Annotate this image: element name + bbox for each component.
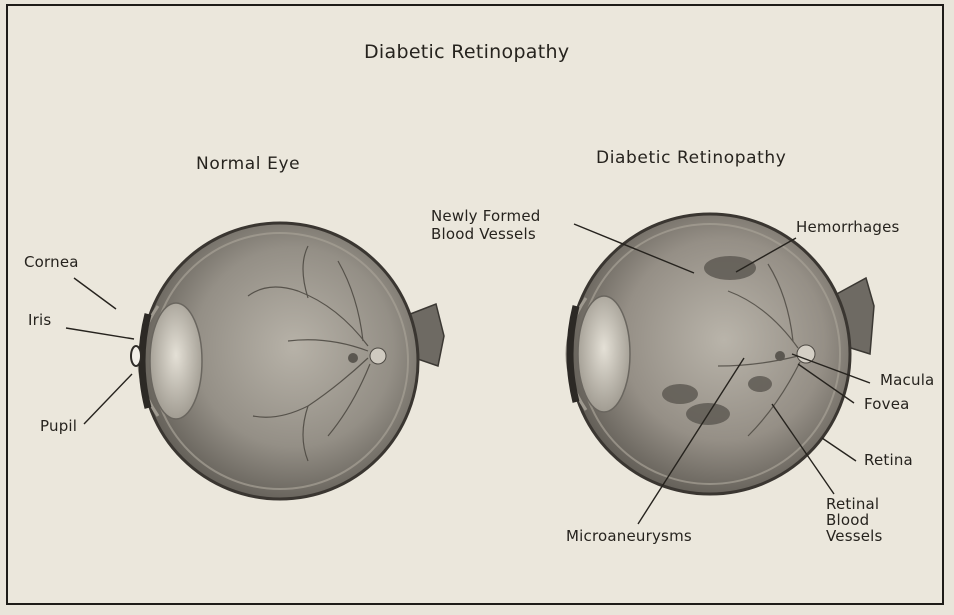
iris-leader	[66, 328, 134, 339]
normal-macula	[348, 353, 358, 363]
macula-label: Macula	[880, 372, 934, 389]
diabetic-eye-heading: Diabetic Retinopathy	[596, 150, 786, 167]
normal-optic-disc	[370, 348, 386, 364]
newly-formed-label-line2: Blood Vessels	[431, 226, 536, 243]
cornea-label: Cornea	[24, 254, 79, 271]
fovea-label: Fovea	[864, 396, 910, 413]
normal-pupil	[131, 346, 141, 366]
normal-lens	[150, 303, 202, 419]
diabetic-eye	[567, 214, 874, 494]
newly-formed-label-line1: Newly Formed	[431, 208, 540, 225]
diabetic-optic-disc	[797, 345, 815, 363]
hemorrhages-label: Hemorrhages	[796, 219, 900, 236]
diagram-frame: Diabetic Retinopathy Normal Eye Diabetic…	[6, 4, 944, 605]
pupil-label: Pupil	[40, 418, 77, 435]
diabetic-lens	[578, 296, 630, 412]
cornea-leader	[74, 278, 116, 309]
microaneurysms-label: Microaneurysms	[566, 528, 692, 545]
normal-eye	[131, 223, 444, 499]
diagram-title: Diabetic Retinopathy	[364, 44, 569, 61]
normal-eye-heading: Normal Eye	[196, 156, 300, 173]
pupil-leader	[84, 374, 132, 424]
retina-leader	[822, 438, 856, 461]
eye-illustration	[8, 6, 946, 607]
retina-label: Retina	[864, 452, 913, 469]
retinal-vessels-label-line3: Vessels	[826, 528, 883, 545]
iris-label: Iris	[28, 312, 51, 329]
diabetic-macula	[775, 351, 785, 361]
